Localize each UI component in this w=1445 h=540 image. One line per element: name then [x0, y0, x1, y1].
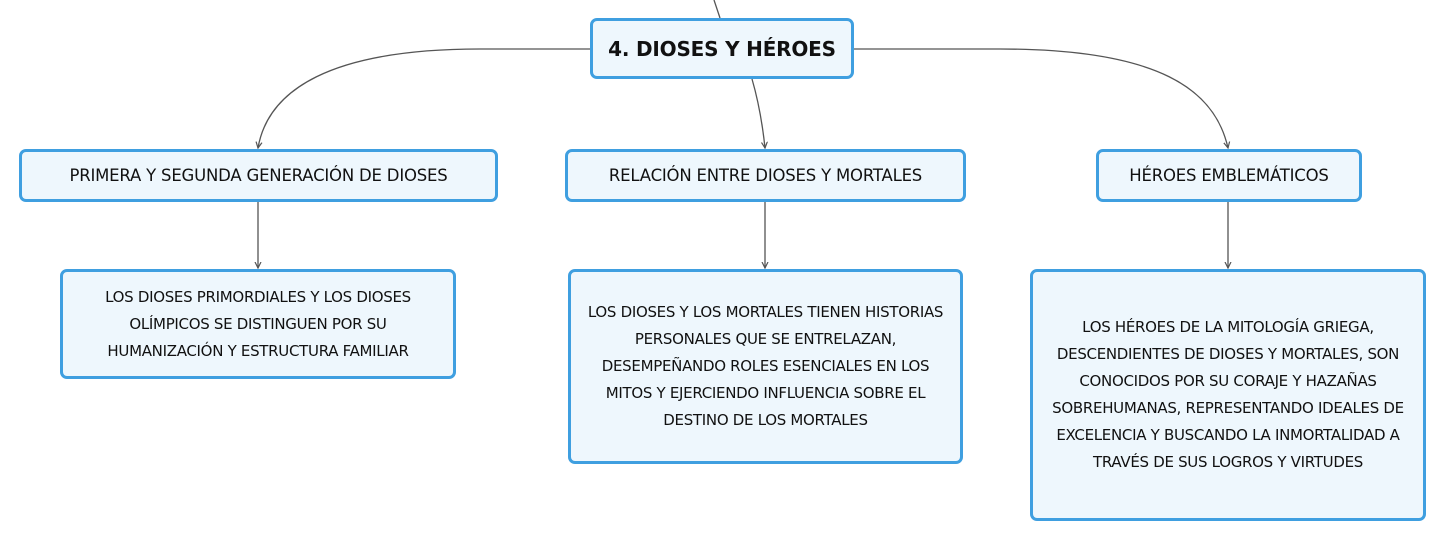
topic-node-label: RELACIÓN ENTRE DIOSES Y MORTALES — [608, 166, 923, 185]
root-node[interactable]: 4. DIOSES Y HÉROES — [590, 18, 854, 79]
topic-node-emblematic-heroes[interactable]: HÉROES EMBLEMÁTICOS — [1096, 149, 1362, 202]
connector-root-to-topic-1 — [258, 48, 590, 148]
detail-node-first-second-generation[interactable]: LOS DIOSES PRIMORDIALES Y LOS DIOSES OLÍ… — [60, 269, 456, 379]
detail-node-text: LOS HÉROES DE LA MITOLOGÍA GRIEGA, DESCE… — [1052, 318, 1404, 471]
detail-node-emblematic-heroes[interactable]: LOS HÉROES DE LA MITOLOGÍA GRIEGA, DESCE… — [1030, 269, 1426, 521]
detail-node-text: LOS DIOSES PRIMORDIALES Y LOS DIOSES OLÍ… — [105, 287, 411, 360]
topic-node-label: PRIMERA Y SEGUNDA GENERACIÓN DE DIOSES — [69, 166, 448, 185]
connector-root-to-topic-3 — [854, 48, 1228, 148]
topic-node-label: HÉROES EMBLEMÁTICOS — [1129, 166, 1329, 185]
connector-parent-to-root — [713, 0, 721, 19]
detail-node-gods-mortals-relation[interactable]: LOS DIOSES Y LOS MORTALES TIENEN HISTORI… — [568, 269, 963, 464]
topic-node-gods-mortals-relation[interactable]: RELACIÓN ENTRE DIOSES Y MORTALES — [565, 149, 966, 202]
connector-root-to-topic-2 — [751, 78, 765, 148]
detail-node-text: LOS DIOSES Y LOS MORTALES TIENEN HISTORI… — [587, 303, 944, 429]
topic-node-first-second-generation[interactable]: PRIMERA Y SEGUNDA GENERACIÓN DE DIOSES — [19, 149, 498, 202]
root-node-label: 4. DIOSES Y HÉROES — [608, 36, 836, 61]
